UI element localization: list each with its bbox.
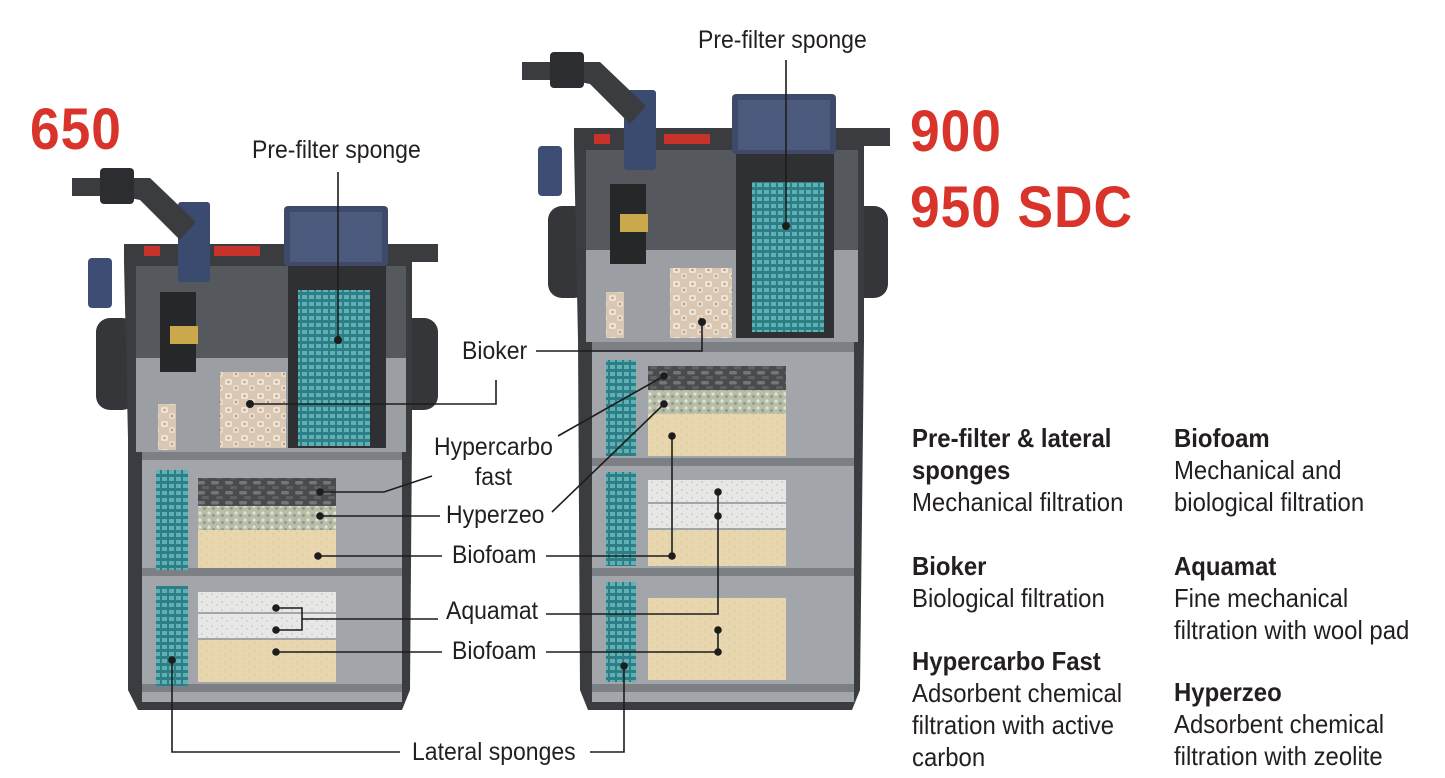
callout-prefilter-left: Pre-filter sponge — [252, 136, 421, 164]
legend-title: Pre-filter & lateral sponges — [912, 423, 1112, 485]
legend-desc: Adsorbent chemical filtration with activ… — [912, 678, 1123, 772]
model-900: 900 — [910, 99, 1002, 164]
legend-title: Aquamat — [1174, 551, 1277, 581]
callout-hyperzeo: Hyperzeo — [446, 501, 545, 529]
legend-desc: Adsorbent chemical filtration with zeoli… — [1174, 709, 1385, 771]
callout-prefilter-right: Pre-filter sponge — [698, 26, 867, 54]
legend-desc: Mechanical and biological filtration — [1174, 455, 1365, 517]
legend-biofoam: Biofoam Mechanical and biological filtra… — [1174, 422, 1413, 518]
filter-900-illustration — [522, 52, 890, 710]
callout-hypercarbo: Hypercarbo fast — [434, 432, 553, 492]
legend-title: Hyperzeo — [1174, 677, 1282, 707]
legend-prefilter: Pre-filter & lateral sponges Mechanical … — [912, 422, 1133, 518]
callout-hypercarbo-line1: Hypercarbo — [434, 433, 553, 461]
legend-desc: Mechanical filtration — [912, 487, 1124, 517]
legend-hypercarbo: Hypercarbo Fast Adsorbent chemical filtr… — [912, 645, 1133, 773]
legend-title: Bioker — [912, 551, 987, 581]
callout-lateral-sponges: Lateral sponges — [412, 738, 576, 766]
model-950-sdc: 950 SDC — [910, 175, 1133, 240]
legend-desc: Fine mechanical filtration with wool pad — [1174, 583, 1410, 645]
callout-bioker: Bioker — [462, 337, 528, 365]
legend-title: Biofoam — [1174, 423, 1270, 453]
filter-650-illustration — [72, 168, 438, 710]
callout-biofoam-upper: Biofoam — [452, 541, 537, 569]
callout-hypercarbo-line2: fast — [474, 463, 512, 491]
model-650: 650 — [30, 97, 122, 162]
legend-hyperzeo: Hyperzeo Adsorbent chemical filtration w… — [1174, 676, 1413, 772]
legend-title: Hypercarbo Fast — [912, 646, 1101, 676]
legend-aquamat: Aquamat Fine mechanical filtration with … — [1174, 550, 1413, 646]
leader-lines — [168, 60, 790, 753]
callout-biofoam-lower: Biofoam — [452, 637, 537, 665]
legend-bioker: Bioker Biological filtration — [912, 550, 1133, 614]
legend-desc: Biological filtration — [912, 583, 1105, 613]
callout-aquamat: Aquamat — [446, 597, 539, 625]
